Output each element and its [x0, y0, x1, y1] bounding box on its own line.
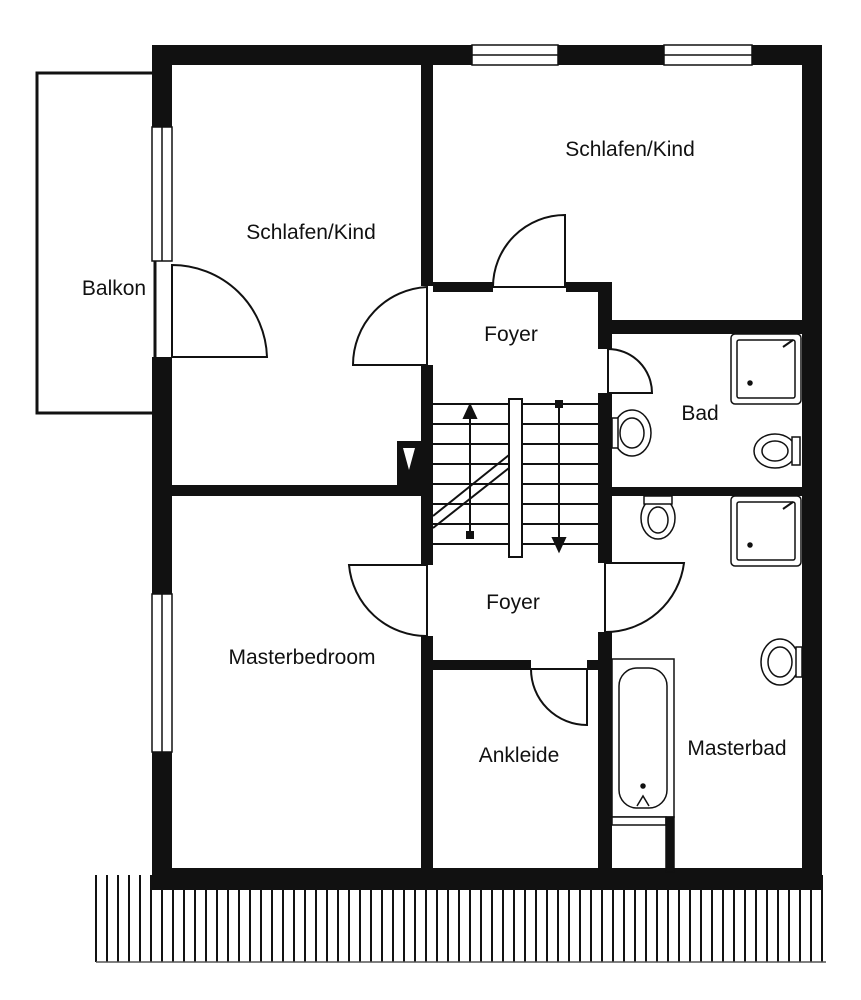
balcony-door	[171, 263, 269, 358]
label-ankleide: Ankleide	[479, 744, 560, 767]
windows	[151, 44, 753, 753]
label-masterbad: Masterbad	[687, 737, 786, 760]
door-ankleide	[529, 668, 588, 727]
label-schlafen-kind-top: Schlafen/Kind	[565, 138, 695, 161]
label-bad: Bad	[681, 402, 718, 425]
label-balkon: Balkon	[82, 277, 146, 300]
label-masterbedroom: Masterbedroom	[228, 646, 375, 669]
bad-fixtures	[611, 333, 802, 469]
door-bad	[607, 347, 654, 394]
interior-walls	[172, 62, 808, 872]
label-foyer-lower: Foyer	[486, 591, 540, 614]
label-foyer-upper: Foyer	[484, 323, 538, 346]
masterbad-fixtures	[611, 495, 803, 873]
staircase	[432, 398, 598, 558]
door-masterbad	[604, 562, 686, 634]
balcony-outline	[35, 71, 157, 415]
label-schlafen-kind-left: Schlafen/Kind	[246, 221, 376, 244]
doors	[171, 213, 686, 727]
door-upper-top	[491, 213, 566, 288]
door-masterbedroom	[347, 564, 428, 638]
door-upper-left	[351, 285, 428, 366]
outer-walls	[152, 45, 822, 888]
chimney-shaft	[397, 441, 421, 485]
